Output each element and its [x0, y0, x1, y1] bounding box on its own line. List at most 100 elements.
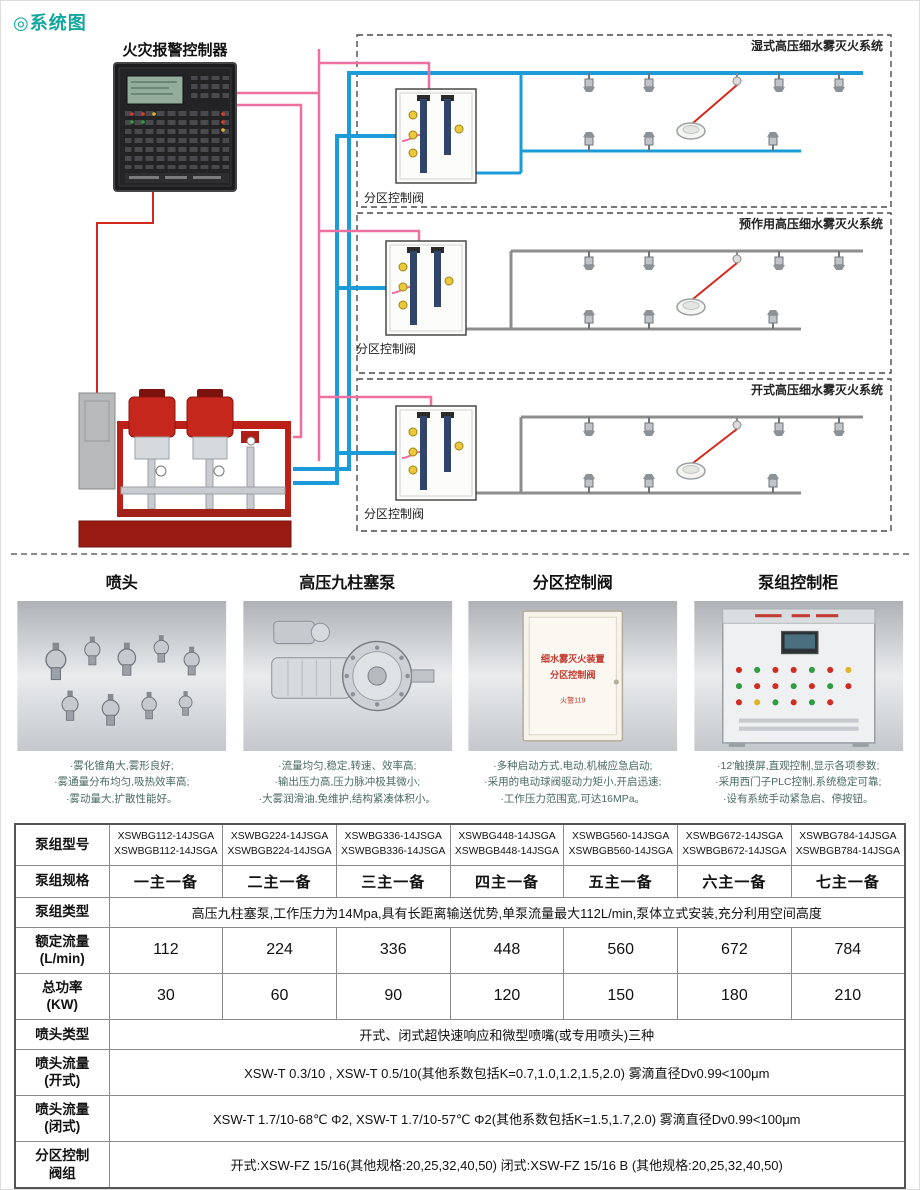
sprinkler-icon	[642, 309, 656, 330]
valve-label: 分区控制阀	[356, 342, 416, 356]
sprinkler-icon	[772, 416, 786, 437]
sprinkler-icon	[642, 416, 656, 437]
sprinkler-icon	[642, 473, 656, 494]
table-row-nozzle-open: 喷头流量 (开式) XSW-T 0.3/10 , XSW-T 0.5/10(其他…	[14, 1048, 906, 1096]
product-row: 喷头	[1, 555, 919, 807]
sprinkler-icon	[772, 72, 786, 93]
control-cabinet-icon	[721, 608, 876, 747]
table-row-type: 泵组类型 高压九柱塞泵,工作压力为14Mpa,具有长距离输送优势,单泵流量最大1…	[14, 896, 906, 928]
product-card-nozzle: 喷头	[9, 567, 235, 807]
table-cell: 30	[108, 972, 224, 1020]
zone-control-valve	[395, 405, 477, 501]
pump-base	[78, 520, 292, 548]
row-header: 泵组类型	[14, 896, 110, 928]
table-cell: 448	[449, 926, 565, 974]
pump-unit	[78, 389, 292, 548]
product-title: 泵组控制柜	[758, 575, 839, 592]
table-cell: 784	[790, 926, 906, 974]
product-photo-nozzles	[17, 601, 227, 751]
sprinkler-icon	[582, 309, 596, 330]
row-header: 泵组规格	[14, 864, 110, 898]
table-cell: 672	[677, 926, 792, 974]
page-title: ◎系统图	[13, 13, 87, 33]
system-diagram: 火灾报警控制器	[78, 34, 892, 548]
table-cell: XSWBG560-14JSGA XSWBGB560-14JSGA	[563, 823, 679, 866]
desc-line: ·雾通量分布均匀,吸热效率高;	[54, 776, 190, 789]
system-diagram-area: 火灾报警控制器	[1, 1, 919, 553]
table-cell: 三主一备	[335, 864, 451, 898]
system-label-open: 开式高压细水雾灭火系统	[751, 382, 883, 397]
controller-buttons	[125, 109, 229, 169]
desc-line: ·多种启动方式,电动,机械应急启动;	[493, 760, 653, 772]
row-header: 额定流量 (L/min)	[14, 926, 110, 974]
wet-system-box	[356, 34, 892, 208]
product-photo-zone-valve: 细水雾灭火装置 分区控制阀 火警119	[468, 601, 678, 751]
product-card-zone-valve: 分区控制阀 细水雾灭火装置 分区控制阀 火警119 ·多	[460, 567, 686, 807]
sprinkler-icon	[642, 250, 656, 271]
signal-lines	[236, 49, 433, 461]
system-label-wet: 湿式高压细水雾灭火系统	[751, 38, 883, 53]
indicator-lights	[735, 666, 851, 706]
row-header: 泵组型号	[14, 823, 110, 866]
preaction-system-box	[356, 212, 892, 374]
table-row-zone-valve: 分区控制 阀组 开式:XSW-FZ 15/16(其他规格:20,25,32,40…	[14, 1141, 906, 1189]
spec-table: 泵组型号 XSWBG112-14JSGA XSWBGB112-14JSGA XS…	[14, 822, 906, 1189]
smoke-detectors	[676, 73, 742, 480]
pressure-gauge	[246, 436, 256, 446]
row-header: 总功率 (KW)	[14, 972, 110, 1020]
product-title: 分区控制阀	[532, 575, 613, 592]
sprinkler-icon	[642, 131, 656, 152]
row-header: 喷头流量 (开式)	[14, 1048, 110, 1096]
sprinkler-icon	[832, 250, 846, 271]
sprinkler-icon	[642, 72, 656, 93]
sprinkler-icon	[832, 72, 846, 93]
product-desc: ·多种启动方式,电动,机械应急启动; ·采用的电动球阀驱动力矩小,开启迅速; ·…	[467, 758, 679, 807]
sprinkler-icon	[832, 416, 846, 437]
smoke-detector-icon	[676, 462, 706, 480]
table-cell: XSWBG224-14JSGA XSWBGB224-14JSGA	[222, 823, 337, 866]
valve-label: 分区控制阀	[364, 191, 424, 205]
product-title: 喷头	[105, 575, 138, 592]
desc-line: ·12′触摸屏,直观控制,显示各项参数;	[717, 760, 880, 772]
wet-sprinklers	[582, 72, 846, 152]
product-desc: ·雾化锥角大,雾形良好; ·雾通量分布均匀,吸热效率高; ·雾动量大,扩散性能好…	[16, 758, 228, 807]
table-cell: 112	[108, 926, 224, 974]
sprinkler-icon	[766, 131, 780, 152]
product-card-pump: 高压九柱塞泵	[235, 567, 461, 807]
pump-motor	[186, 396, 234, 438]
table-row-power: 总功率 (KW) 30 60 90 120 150 180 210	[14, 972, 906, 1020]
system-label-preaction: 预作用高压细水雾灭火系统	[739, 216, 883, 231]
zone-control-valve	[385, 240, 467, 336]
desc-line: ·雾化锥角大,雾形良好;	[69, 760, 174, 772]
table-cell: 开式:XSW-FZ 15/16(其他规格:20,25,32,40,50) 闭式:…	[108, 1141, 906, 1189]
desc-line: ·流量均匀,稳定,转速、效率高;	[278, 760, 417, 772]
table-cell: 六主一备	[677, 864, 792, 898]
pressure-gauge	[213, 465, 225, 477]
table-cell: 四主一备	[449, 864, 565, 898]
table-cell: XSWBG672-14JSGA XSWBGB672-14JSGA	[677, 823, 792, 866]
sprinkler-icon	[766, 309, 780, 330]
sprinkler-icon	[766, 473, 780, 494]
table-row-spec: 泵组规格 一主一备 二主一备 三主一备 四主一备 五主一备 六主一备 七主一备	[14, 864, 906, 898]
controller-keypad	[191, 76, 229, 102]
table-row-nozzle-type: 喷头类型 开式、闭式超快速响应和微型喷嘴(或专用喷头)三种	[14, 1018, 906, 1050]
cabinet-text: 火警119	[560, 695, 586, 704]
table-cell: 五主一备	[563, 864, 679, 898]
controller-screen	[126, 75, 184, 105]
sprinkler-icon	[582, 250, 596, 271]
desc-line: ·输出压力高,压力脉冲极其微小;	[274, 776, 421, 789]
product-desc: ·流量均匀,稳定,转速、效率高; ·输出压力高,压力脉冲极其微小; ·大雾润滑油…	[242, 758, 454, 807]
row-header: 喷头类型	[14, 1018, 110, 1050]
valve-cabinet-icon: 细水雾灭火装置 分区控制阀 火警119	[522, 610, 624, 742]
product-photo-pump	[242, 601, 452, 751]
open-distribution-pipes	[445, 415, 863, 495]
table-row-model: 泵组型号 XSWBG112-14JSGA XSWBGB112-14JSGA XS…	[14, 823, 906, 866]
product-desc: ·12′触摸屏,直观控制,显示各项参数; ·采用西门子PLC控制,系统稳定可靠;…	[693, 758, 905, 807]
table-cell: 180	[677, 972, 792, 1020]
table-cell: 224	[222, 926, 337, 974]
table-cell: 开式、闭式超快速响应和微型喷嘴(或专用喷头)三种	[108, 1018, 906, 1050]
desc-line: ·采用的电动球阀驱动力矩小,开启迅速;	[484, 776, 662, 789]
table-cell: 120	[449, 972, 565, 1020]
dashed-separator	[11, 553, 909, 555]
